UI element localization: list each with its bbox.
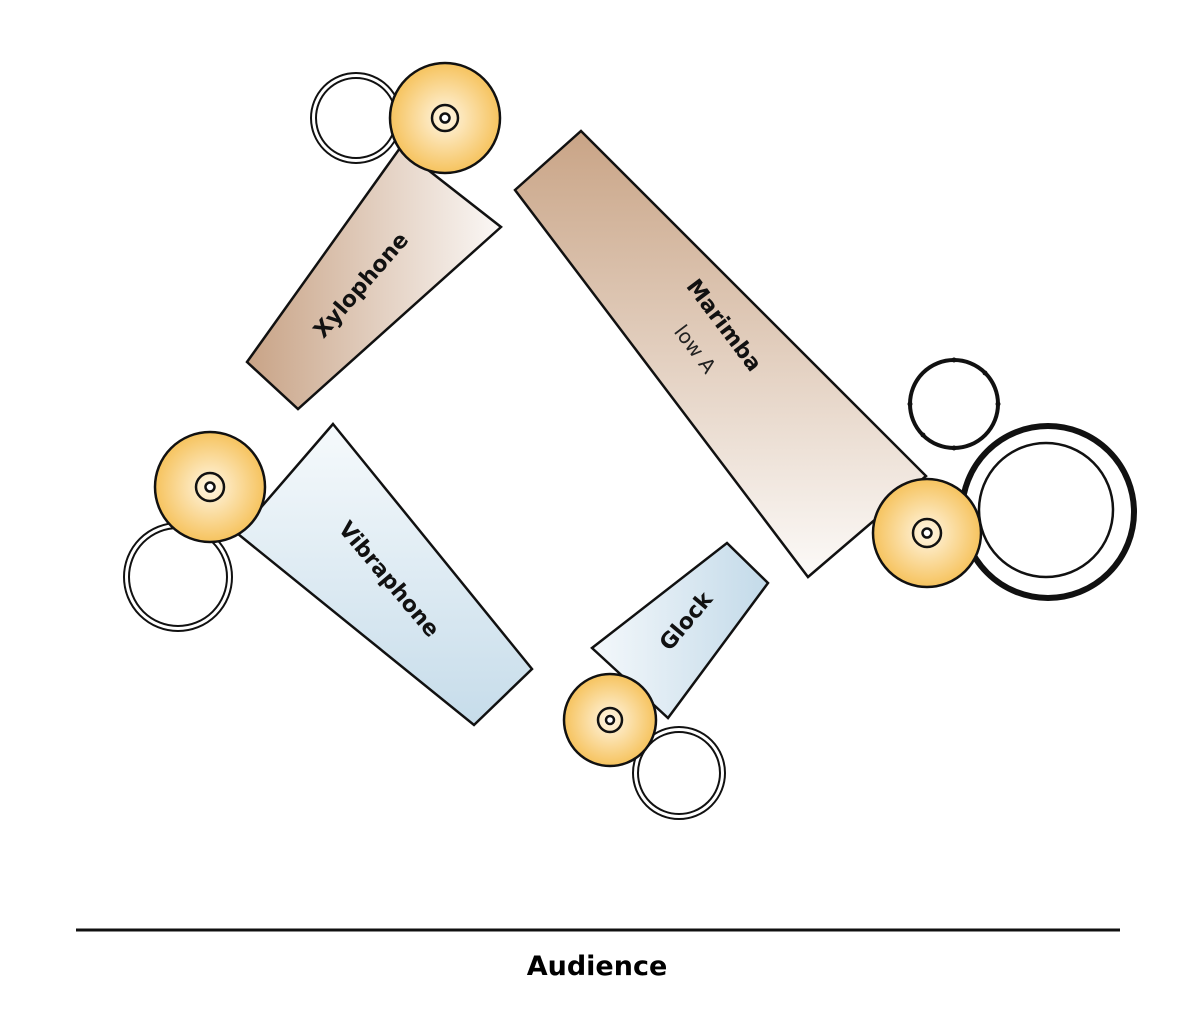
audience-label: Audience <box>527 951 668 982</box>
stool-icon <box>310 72 402 164</box>
cymbal-icon <box>153 430 267 544</box>
cymbal-icon <box>562 672 658 768</box>
stool-icon <box>632 726 726 820</box>
vibraphone-station: Vibraphone <box>123 422 534 727</box>
marimba-station: Marimba low A <box>513 129 1137 601</box>
bass-drum-icon <box>959 423 1137 601</box>
marimba-instrument <box>513 129 928 579</box>
cymbal-icon <box>388 61 502 175</box>
xylophone-station: Xylophone <box>245 61 503 411</box>
glock-station: Glock <box>562 541 770 820</box>
snare-drum-icon <box>907 357 1001 451</box>
xylophone-instrument <box>245 146 503 411</box>
vibraphone-instrument <box>236 422 534 727</box>
stool-icon <box>123 522 233 632</box>
cymbal-icon <box>871 477 983 589</box>
glock-instrument <box>590 541 770 720</box>
